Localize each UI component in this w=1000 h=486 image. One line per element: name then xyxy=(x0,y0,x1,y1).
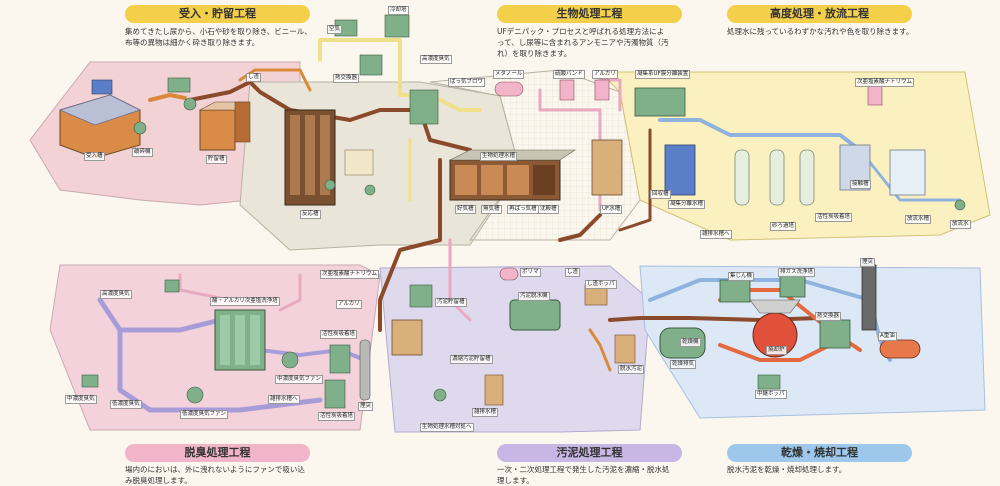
label-sediment: 沈殿槽 xyxy=(538,205,559,214)
label-cooling-tower: 冷却塔 xyxy=(388,6,409,15)
label-mixer: 脱水汚泥 xyxy=(618,365,645,374)
plate-sludge xyxy=(379,265,651,433)
label-good-air: 好気槽 xyxy=(455,205,476,214)
label-air: 空気 xyxy=(327,25,343,34)
label-a-oil-tank: A重油 xyxy=(878,332,897,341)
pipe-pink-4 xyxy=(178,273,232,302)
label-acid-alkali-washer: 酸・アルカリ次亜塩洗浄塔 xyxy=(210,297,280,306)
label-low-fan: 低濃度臭気ファン xyxy=(180,410,229,419)
label-cond-tank: 凝集分離水槽 xyxy=(668,200,706,209)
pipe-brown-7 xyxy=(618,128,652,232)
label-reaeration: 再ばっ気槽 xyxy=(507,205,539,214)
label-chimney: 煙突 xyxy=(358,402,374,411)
desc-sludge: 一次・二次処理工程で発生した汚泥を濃縮・脱水処 理します。 xyxy=(497,465,670,485)
label-sludge-tank: 汚泥貯留槽 xyxy=(435,298,467,307)
desc-biological: UFデニパック・プロセスと呼ばれる処理方法によ って、し尿等に含まれるアンモニア… xyxy=(497,27,669,58)
label-shi-nyo2: し渣 xyxy=(565,268,581,277)
drying-equipment xyxy=(659,264,921,390)
label-high-fan: 高濃度臭気 xyxy=(100,290,132,299)
label-methanol: メタノール xyxy=(493,70,525,79)
label-contact-tank: 接触槽 xyxy=(850,180,871,189)
label-discharge-tank: 放流水槽 xyxy=(905,215,932,224)
label-recovery: 回収槽 xyxy=(650,190,671,199)
label-med-fan: 中濃度臭気ファン xyxy=(275,375,324,384)
label-sulfuric: 硫酸バンド xyxy=(553,70,585,79)
label-carbon-tower: 活性炭吸着塔 xyxy=(320,330,358,339)
label-exhaust-tower: 排ガス洗浄塔 xyxy=(778,268,816,277)
pipe-brown-4 xyxy=(378,158,442,332)
label-sand-filter: 砂ろ過塔 xyxy=(770,222,797,231)
label-heat-recovery: 熱交換器 xyxy=(815,312,842,321)
label-dryer: 乾燥機 xyxy=(680,338,701,347)
label-bio-return: 生物処理水槽対処へ xyxy=(420,423,474,432)
title-biological: 生物処理工程 xyxy=(497,5,682,23)
label-blower: ばっ気ブロワ xyxy=(448,78,486,87)
pipe-brown-5 xyxy=(558,213,602,242)
label-incinerator: 焼却炉 xyxy=(766,346,787,355)
label-uf-device: 凝集系UF膜分離装置 xyxy=(635,70,691,79)
desc-drying: 脱水汚泥を乾燥・焼却処理します。 xyxy=(727,465,847,474)
pipe-purple-3 xyxy=(258,348,367,362)
title-advanced: 高度処理・放流工程 xyxy=(727,5,912,23)
storage-tank xyxy=(199,109,236,151)
pipe-purple-1 xyxy=(97,297,223,333)
label-sludge-conc: 濃縮汚泥貯留槽 xyxy=(450,355,493,364)
label-low-air: 低濃度臭気 xyxy=(110,400,142,409)
desc-deodorization: 場内のにおいは、外に洩れないようにファンで吸い込 み脱臭処理します。 xyxy=(125,465,305,485)
label-high-conc-air: 高濃度臭気 xyxy=(420,55,452,64)
pipe-purple-2 xyxy=(117,327,323,413)
title-receiving: 受入・貯留工程 xyxy=(125,5,310,23)
pipe-pink-5 xyxy=(278,273,302,312)
label-med-hopper: 中継ホッパ xyxy=(755,390,787,399)
plate-advanced xyxy=(598,71,991,241)
label-reaction-tank: 反応槽 xyxy=(300,210,321,219)
label-polymer: ポリマ xyxy=(520,268,541,277)
pipe-orange-5 xyxy=(718,343,832,362)
pipe-orange-3 xyxy=(588,328,612,372)
label-carbon-tower2: 活性炭吸着塔 xyxy=(318,412,356,421)
title-sludge: 汚泥処理工程 xyxy=(497,444,682,462)
desc-advanced: 処理水に残っているわずかな汚れや色を取り除きます。 xyxy=(727,27,914,36)
receiving-equipment xyxy=(58,77,336,206)
label-discharge: 放流水 xyxy=(950,220,971,229)
desc-receiving: 集めてきたし尿から、小石や砂を取り除き、ビニール、 布等の異物は細かく砕き取り除… xyxy=(125,27,312,47)
title-drying: 乾燥・焼却工程 xyxy=(727,444,912,462)
label-alkali2: アルカリ xyxy=(336,300,362,309)
label-alkali: アルカリ xyxy=(592,70,618,79)
label-hopper: し渣ホッパ xyxy=(585,280,617,289)
label-uf-water: UF水槽 xyxy=(600,205,623,214)
label-heat-exchanger: 熱交換器 xyxy=(333,74,360,83)
label-anoxic: 無気槽 xyxy=(481,205,502,214)
title-deodorization: 脱臭処理工程 xyxy=(125,444,310,462)
label-dilution-to2: 雑排水槽へ xyxy=(268,395,300,404)
label-dehydrator: 汚泥脱水機 xyxy=(518,292,550,301)
label-med-air: 中濃度臭気 xyxy=(65,395,97,404)
label-exhaust-stack: 煙突 xyxy=(860,258,876,267)
label-uke-tank: 受入槽 xyxy=(84,152,105,161)
label-activated-carbon: 活性炭吸着塔 xyxy=(815,213,853,222)
label-hypo2: 次亜塩素酸ナトリウム xyxy=(320,270,380,279)
pipe-blue-1 xyxy=(658,118,862,152)
label-bio-treat-tank: 生物処理水槽 xyxy=(480,152,518,161)
utility-equipment xyxy=(324,14,439,196)
sludge-equipment xyxy=(391,267,636,406)
label-crusher: 破砕機 xyxy=(132,148,153,157)
label-dilution-to: 雑排水槽へ xyxy=(700,230,732,239)
label-shi-nyo: し渣 xyxy=(246,73,262,82)
label-dryer-fan: 乾燥排気 xyxy=(670,360,697,369)
label-storage-tank: 貯留槽 xyxy=(206,155,227,164)
pipe-yellow-1 xyxy=(318,38,402,97)
label-cyclone: 集じん機 xyxy=(728,272,755,281)
label-waste-water: 雑排水槽 xyxy=(472,408,499,417)
deodorize-equipment xyxy=(81,279,371,409)
pipe-orange-1 xyxy=(148,93,187,102)
label-hypochlorite: 次亜塩素酸ナトリウム xyxy=(855,78,915,87)
